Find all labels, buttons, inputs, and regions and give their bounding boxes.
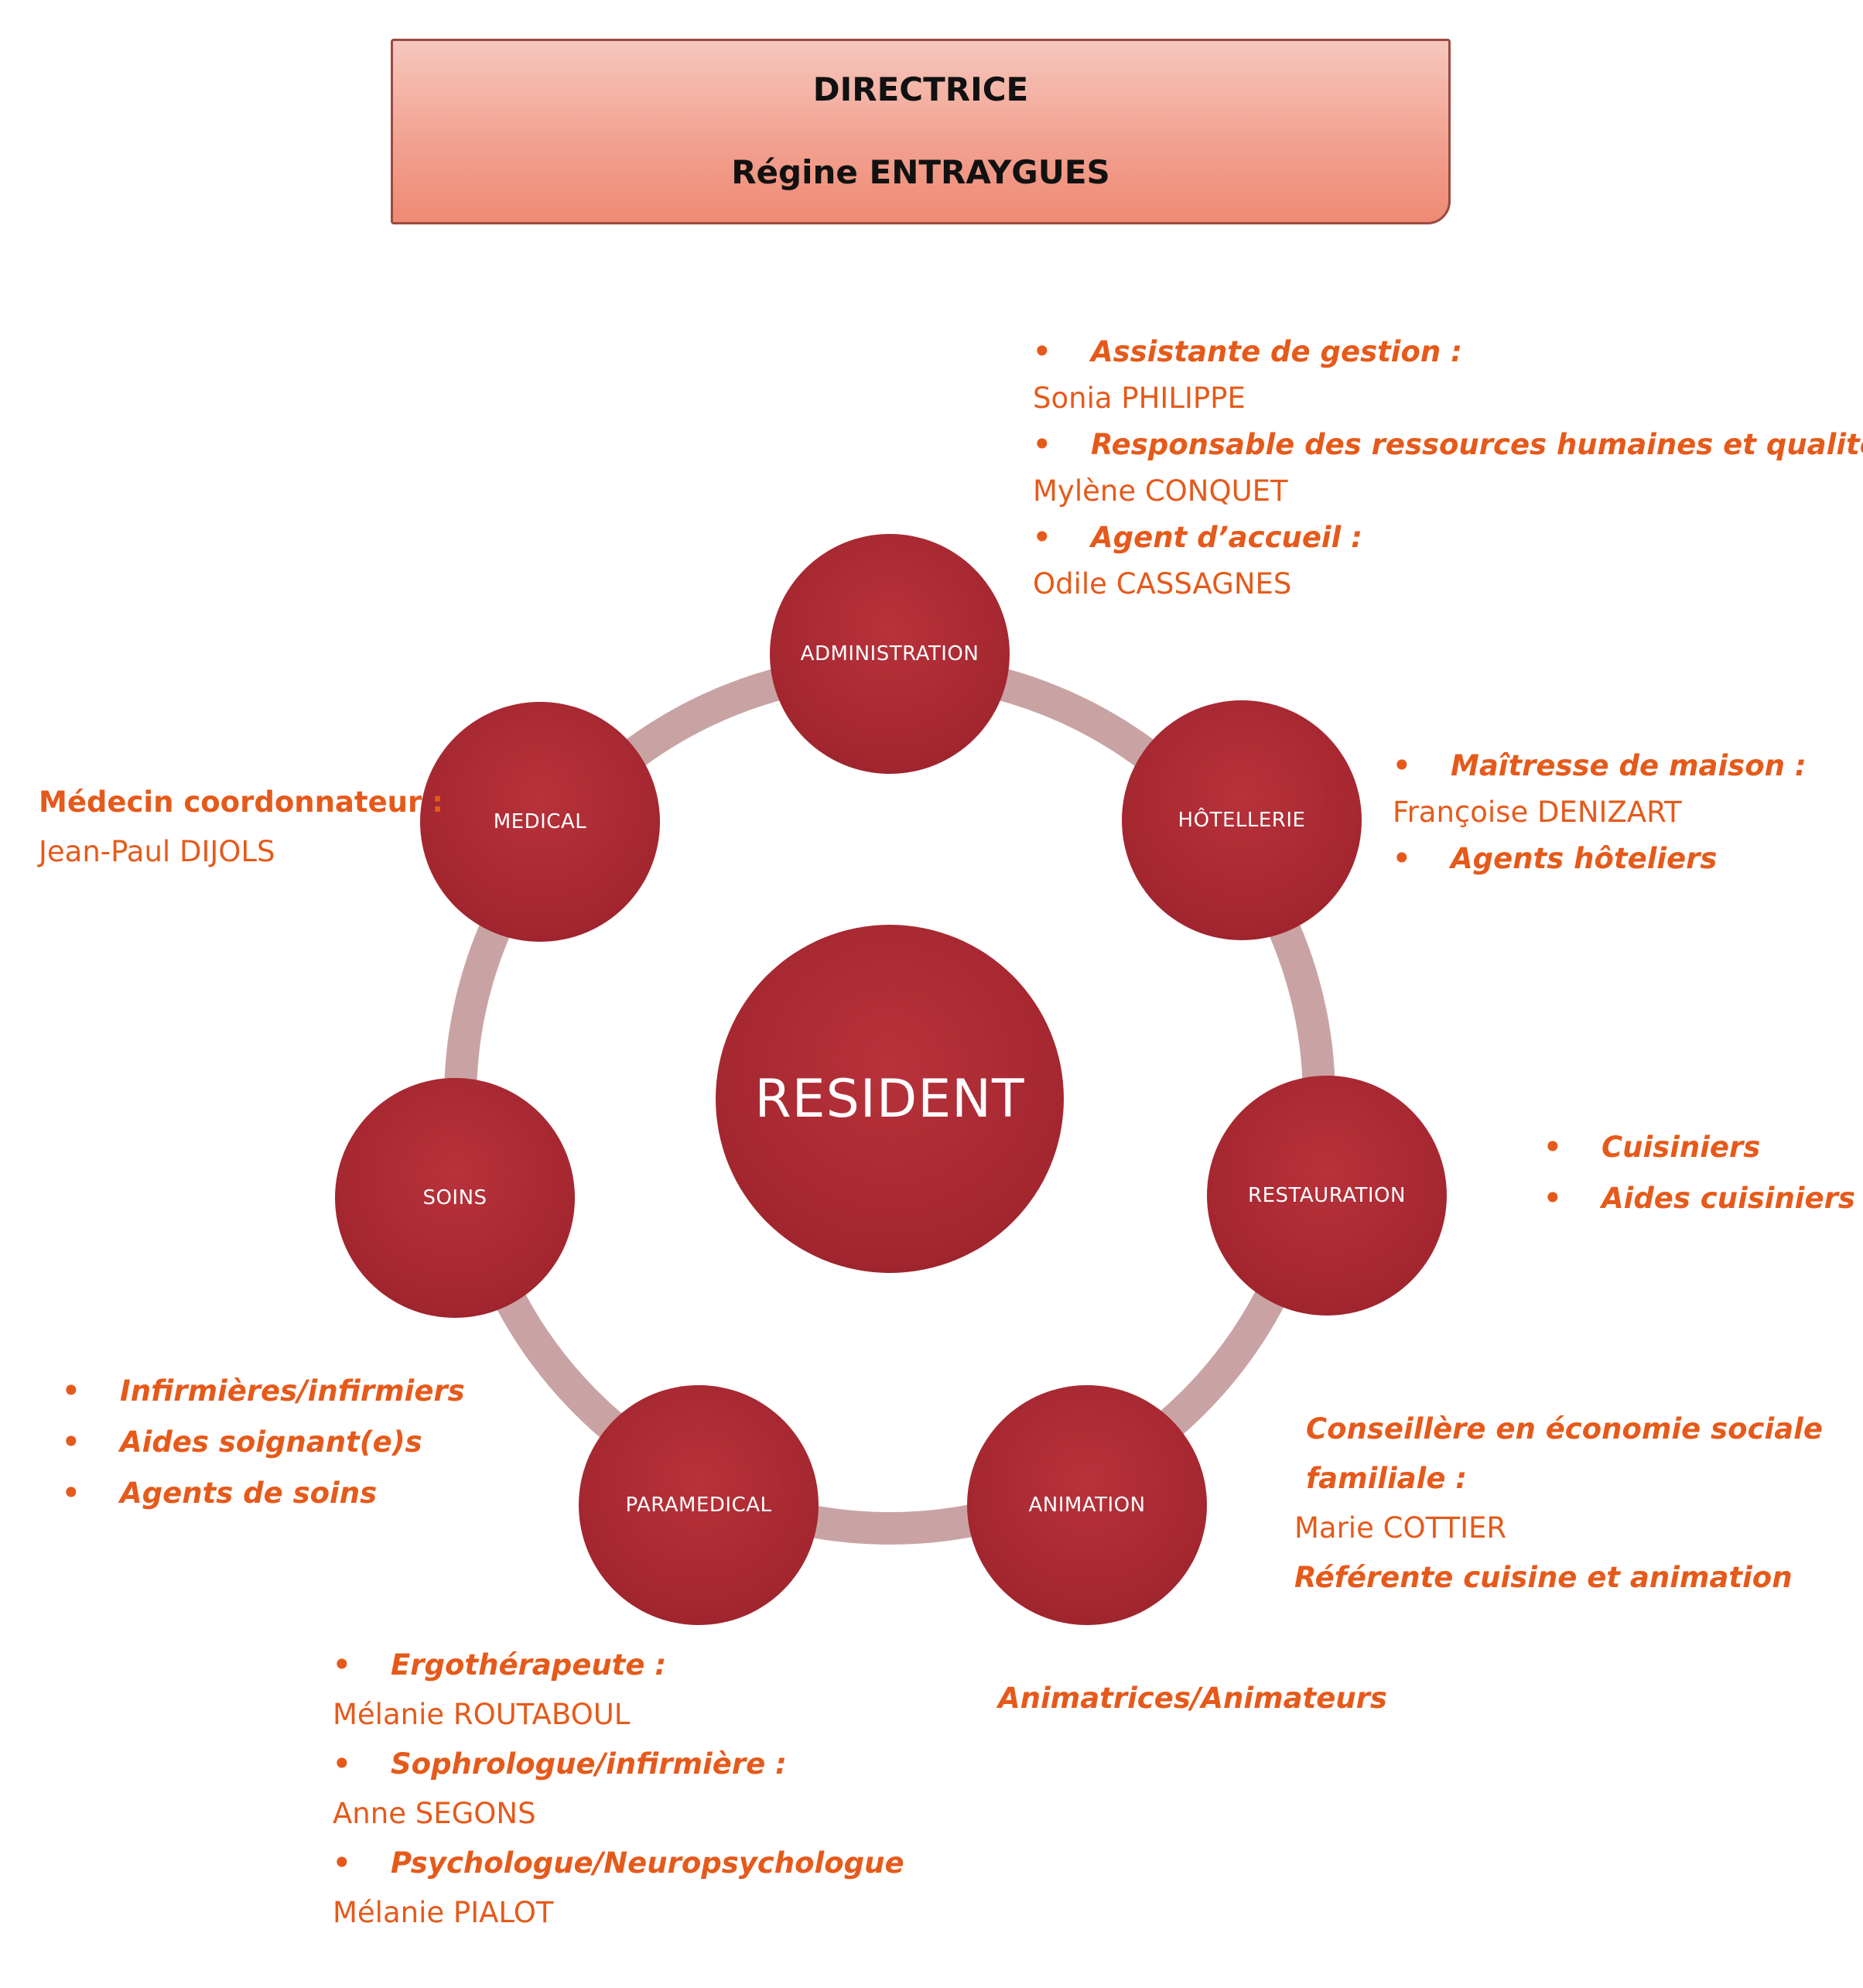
soins-role-1: Infirmières/infirmiers (62, 1366, 465, 1417)
animation-staff-2: Marie COTTIER Référente cuisine et anima… (1294, 1504, 1793, 1603)
paramedical-role-2: Sophrologue/infirmière : (333, 1740, 904, 1789)
paramedical-name-3: Mélanie PIALOT (333, 1896, 554, 1929)
node-animation: ANIMATION (967, 1385, 1207, 1625)
hotellerie-name-1: Françoise DENIZART (1393, 796, 1682, 829)
animation-role-1a: Conseillère en économie sociale (1306, 1412, 1823, 1446)
restauration-role-2: Aides cuisiniers (1543, 1173, 1855, 1224)
administration-staff: Assistante de gestion : Sonia PHILIPPE R… (1033, 329, 1863, 607)
animation-role-3: Animatrices/Animateurs (998, 1682, 1387, 1715)
node-soins: SOINS (335, 1078, 575, 1318)
node-medical: MEDICAL (420, 702, 660, 942)
animation-role-1b: familiale : (1306, 1462, 1468, 1495)
paramedical-role-1: Ergothérapeute : (333, 1641, 904, 1690)
soins-role-2: Aides soignant(e)s (62, 1417, 465, 1468)
soins-staff: Infirmières/infirmiers Aides soignant(e)… (62, 1366, 465, 1519)
animation-staff-3: Animatrices/Animateurs (998, 1675, 1387, 1722)
animation-name-1: Marie COTTIER (1294, 1511, 1507, 1545)
node-restauration: RESTAURATION (1207, 1076, 1447, 1316)
animation-role-2: Référente cuisine et animation (1294, 1561, 1793, 1594)
node-administration: ADMINISTRATION (770, 534, 1010, 774)
soins-role-3: Agents de soins (62, 1468, 465, 1519)
restauration-staff: Cuisiniers Aides cuisiniers (1543, 1122, 1855, 1224)
hotellerie-role-1: Maîtresse de maison : (1393, 743, 1807, 789)
administration-role-3: Agent d’accueil : (1033, 515, 1863, 561)
director-name: Régine ENTRAYGUES (731, 153, 1110, 191)
administration-name-3: Odile CASSAGNES (1033, 567, 1292, 601)
paramedical-name-2: Anne SEGONS (333, 1797, 536, 1830)
medical-name-1: Jean-Paul DIJOLS (39, 835, 275, 868)
director-role: DIRECTRICE (812, 70, 1029, 108)
administration-role-1: Assistante de gestion : (1033, 329, 1863, 375)
animation-staff: Conseillère en économie sociale familial… (1306, 1405, 1823, 1504)
administration-name-1: Sonia PHILIPPE (1033, 382, 1246, 415)
hotellerie-staff: Maîtresse de maison : Françoise DENIZART… (1393, 743, 1807, 882)
administration-role-2: Responsable des ressources humaines et q… (1033, 422, 1863, 468)
paramedical-name-1: Mélanie ROUTABOUL (333, 1698, 631, 1731)
node-hotellerie: HÔTELLERIE (1122, 700, 1362, 940)
paramedical-role-3: Psychologue/Neuropsychologue (333, 1839, 904, 1888)
administration-name-2: Mylène CONQUET (1033, 474, 1288, 508)
node-paramedical: PARAMEDICAL (579, 1385, 819, 1625)
medical-role-1: Médecin coordonnateur : (39, 785, 443, 819)
node-resident: RESIDENT (716, 925, 1064, 1273)
hotellerie-role-2: Agents hôteliers (1393, 836, 1807, 882)
director-box: DIRECTRICE Régine ENTRAYGUES (391, 39, 1451, 224)
medical-staff: Médecin coordonnateur : Jean-Paul DIJOLS (39, 778, 443, 877)
restauration-role-1: Cuisiniers (1543, 1122, 1855, 1173)
paramedical-staff: Ergothérapeute : Mélanie ROUTABOUL Sophr… (333, 1641, 904, 1938)
